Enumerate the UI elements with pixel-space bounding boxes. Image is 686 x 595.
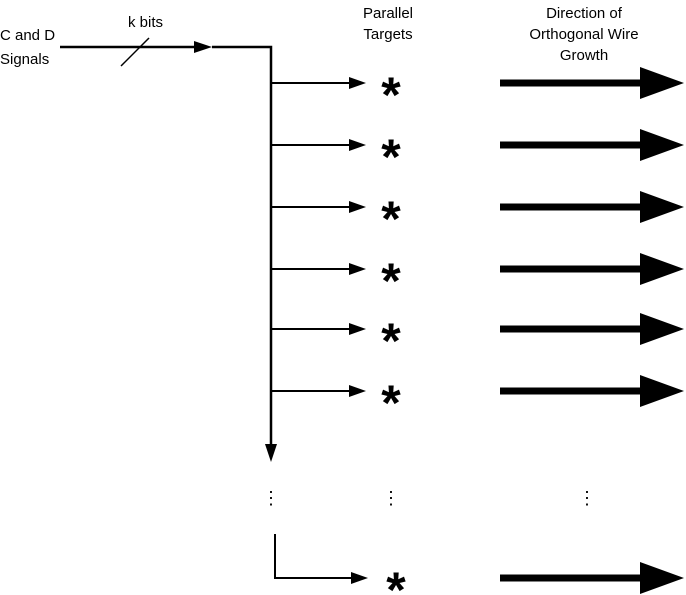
branch-arrowhead [349,77,366,89]
branch-row-6: * [271,375,684,431]
main-trunk-line [212,45,273,445]
trunk-ellipsis: ⋮ [262,488,280,508]
target-star: * [381,129,401,185]
growth-arrowhead [640,67,684,99]
input-bus-arrowhead [194,41,212,53]
growth-ellipsis: ⋮ [578,488,596,508]
growth-arrowhead [640,375,684,407]
target-star: * [381,253,401,309]
targets-header-line1: Parallel [363,5,413,22]
target-star: * [381,191,401,247]
target-star: * [381,67,401,123]
branch-row-last: * [274,534,684,595]
branch-arrowhead [349,139,366,151]
target-star: * [381,313,401,369]
branch-row-1: * [271,67,684,123]
branch-row-2: * [271,129,684,185]
target-star: * [381,375,401,431]
branch-arrowhead [349,323,366,335]
bus-width-label: k bits [128,14,163,31]
branch-arrowhead [349,263,366,275]
branch-row-5: * [271,313,684,369]
branch-row-4: * [271,253,684,309]
branch-arrowhead [349,385,366,397]
input-label-line2: Signals [0,51,49,68]
direction-header-line1: Direction of [546,5,623,22]
branch-arrowhead [351,572,368,584]
growth-arrowhead [640,313,684,345]
input-label-line1: C and D [0,27,55,44]
trunk-down-arrowhead [265,444,277,462]
growth-arrowhead [640,191,684,223]
target-star: * [386,562,406,595]
growth-arrowhead [640,562,684,594]
bus-width-slash [120,37,150,67]
branch-arrowhead [349,201,366,213]
targets-header-line2: Targets [363,26,412,43]
direction-header-line3: Growth [560,47,608,64]
growth-arrowhead [640,253,684,285]
last-branch-line [274,534,352,579]
branch-row-3: * [271,191,684,247]
direction-header-line2: Orthogonal Wire [529,26,638,43]
targets-ellipsis: ⋮ [382,488,400,508]
growth-arrowhead [640,129,684,161]
